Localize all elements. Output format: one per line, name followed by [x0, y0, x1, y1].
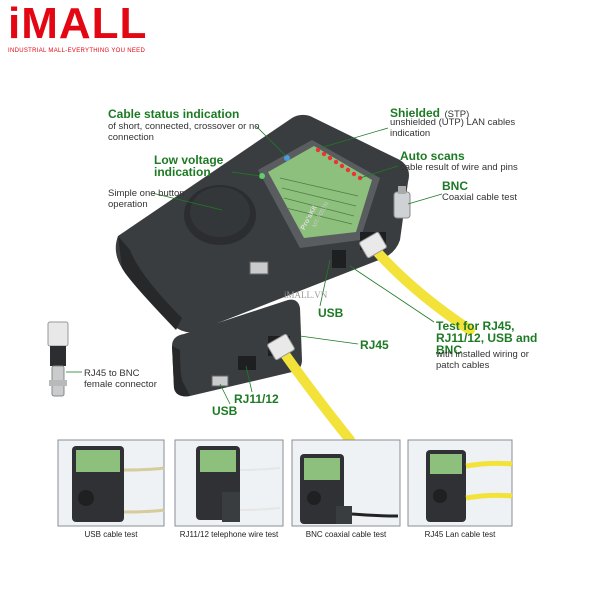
test-for-desc: with installed wiring or patch cables — [436, 349, 529, 371]
rj11-port-main — [332, 250, 346, 268]
main-unit-side — [118, 236, 182, 330]
watermark: iMALL.VN — [284, 290, 328, 300]
yellow-cable-remote — [277, 345, 355, 445]
caption-rj11: RJ11/12 telephone wire test — [179, 530, 279, 539]
led-row — [315, 147, 363, 181]
status-panel — [268, 146, 372, 238]
usb-label-bottom: USB — [212, 404, 238, 418]
usb-label-top: USB — [318, 306, 344, 320]
bottom-panels — [57, 439, 513, 527]
shielded-callout: Shielded (STP) — [390, 104, 550, 122]
caption-usb: USB cable test — [84, 530, 138, 539]
usb-port-main — [249, 261, 269, 275]
imall-tagline: INDUSTRIAL MALL-EVERYTHING YOU NEED — [8, 48, 146, 54]
shielded-title: Shielded — [390, 106, 441, 120]
auto-scans-title: Auto scans — [400, 149, 465, 163]
cable-status-title: Cable status indication — [108, 107, 240, 121]
cable-status-led — [284, 155, 290, 161]
bnc-desc: Coaxial cable test — [442, 192, 517, 203]
shielded-suffix: (STP) — [444, 109, 470, 120]
shielded-desc: unshielded (UTP) LAN cables indication — [390, 117, 516, 139]
imall-logo: iMALL — [8, 0, 148, 48]
bnc-title: BNC — [442, 179, 468, 193]
cable-status-desc: of short, connected, crossover or no con… — [108, 121, 260, 143]
auto-scans-desc: cable result of wire and pins — [400, 162, 518, 173]
caption-bnc: BNC coaxial cable test — [305, 530, 387, 539]
low-voltage-title: Low voltage indication — [154, 153, 224, 179]
usb-port-remote — [211, 375, 229, 387]
rj11-port-remote — [238, 356, 256, 370]
test-for-title: Test for RJ45, RJ11/12, USB and BNC — [436, 319, 538, 357]
rj45-bnc-desc: RJ45 to BNC female connector — [84, 368, 157, 390]
rj45-bnc-adapter — [47, 321, 69, 397]
low-voltage-led — [259, 173, 265, 179]
rj11-label: RJ11/12 — [234, 392, 279, 406]
yellow-cable-main — [367, 241, 475, 335]
remote-unit-body — [172, 299, 302, 397]
one-button-desc: Simple one button operation — [108, 188, 185, 210]
bnc-connector — [393, 191, 411, 219]
caption-rj45: RJ45 Lan cable test — [424, 530, 496, 539]
rj45-label: RJ45 — [360, 338, 389, 352]
